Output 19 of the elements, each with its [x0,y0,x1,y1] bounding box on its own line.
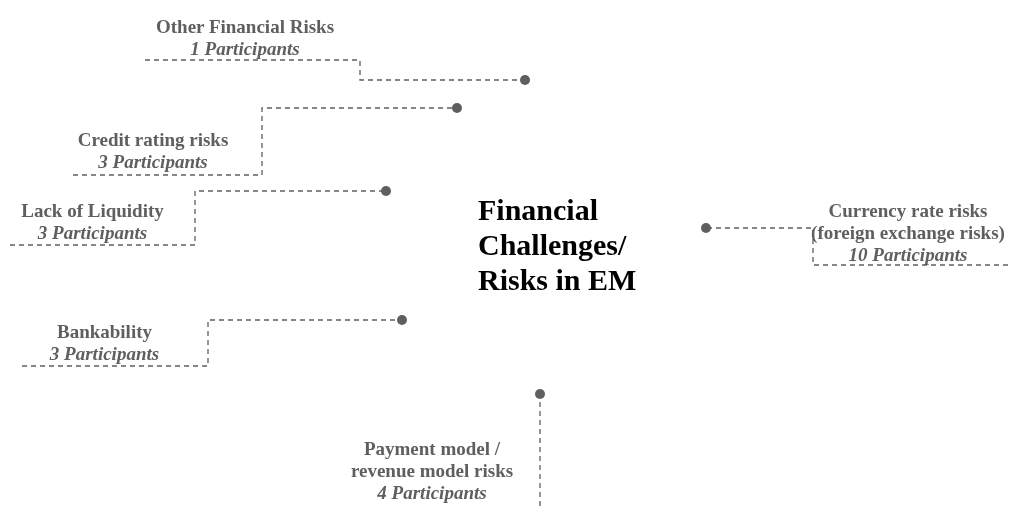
participant-count: 3 Participants [49,343,160,365]
risk-name: Payment model / revenue model risks [349,438,515,482]
participant-count: 10 Participants [848,243,968,266]
risk-name: Currency rate risks (foreign exchange risks) [810,199,1006,244]
risk-name: Other Financial Risks [155,15,335,38]
participant-count: 3 Participants [98,151,208,173]
participant-count: 1 Participants [190,37,300,60]
leader-line [21,315,407,367]
central-topic: Financial Challenges/ Risks in EM [478,192,638,297]
risk-name: Lack of Liquidity [21,199,164,222]
risk-name: Credit rating risks [77,129,229,151]
leader-line [9,186,391,246]
participant-count: 3 Participants [37,221,148,244]
risk-name: Bankability [56,321,152,343]
leader-line [72,103,462,176]
participant-count: 4 Participants [377,482,487,504]
leader-line [144,59,530,85]
leader-line [535,389,545,507]
leader-line [701,223,1009,266]
